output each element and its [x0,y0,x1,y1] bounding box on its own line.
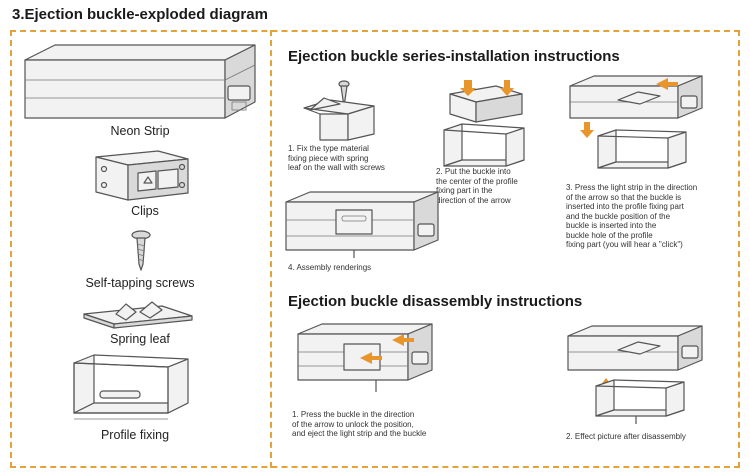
disassembly-step2-text: 2. Effect picture after disassembly [566,432,686,441]
disassembly-title: Ejection buckle disassembly instructions [288,293,583,310]
part-label-neon-strip: Neon Strip [110,124,170,138]
disassembly-step1-illustration [297,323,433,392]
part-label-screws: Self-tapping screws [85,276,195,290]
install-step4-illustration [285,191,439,258]
part-label-clips: Clips [131,204,159,218]
profile-fixing-illustration [73,354,189,420]
diagram-title: 3.Ejection buckle-exploded diagram [12,6,268,23]
install-step2-text: 2. Put the buckle into the center of the… [436,167,518,205]
screw-illustration [131,230,151,271]
dashed-frame [10,30,740,468]
install-step4-text: 4. Assembly renderings [288,263,372,272]
install-step2-illustration [443,80,525,167]
installation-title: Ejection buckle series-installation inst… [288,48,620,65]
install-step1-text: 1. Fix the type material fixing piece wi… [288,144,385,172]
disassembly-step1-text: 1. Press the buckle in the direction of … [292,410,427,438]
clips-illustration [95,150,189,201]
install-step3-illustration [569,75,703,169]
neon-strip-illustration [24,44,256,119]
install-step3-text: 3. Press the light strip in the directio… [566,183,698,249]
disassembly-step2-illustration [567,325,703,424]
part-label-spring-leaf: Spring leaf [110,332,170,346]
spring-leaf-illustration [83,301,193,329]
dashed-divider [270,30,272,468]
part-label-profile-fixing: Profile fixing [100,428,170,442]
install-step1-illustration [303,80,375,141]
